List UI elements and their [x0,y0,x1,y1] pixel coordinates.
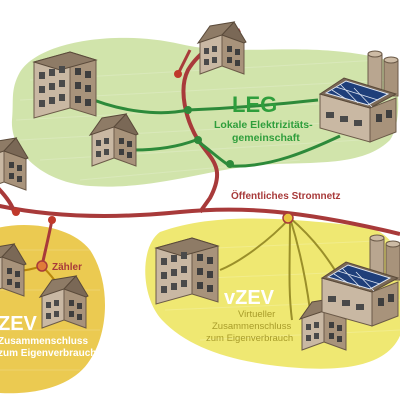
vzev-connections [219,217,341,321]
leg-connections [83,94,341,168]
leg-line1: Lokale Elektrizitäts- [214,119,313,131]
grid-label-bg [228,188,356,202]
zev-line2: zum Eigenverbrauch [0,348,96,359]
grid-label: Öffentliches Stromnetz [231,189,340,202]
house-leg-top [197,21,247,75]
vzev-line1: Virtueller [238,309,275,320]
apartment-leg-left [33,51,97,119]
grid-line-branch-house [176,49,192,75]
zev-line1: Zusammenschluss [0,336,88,347]
node-grid-left [12,208,20,216]
apartment-vzev [155,237,219,305]
node-leg-upper [184,106,192,114]
node-leg-top [174,70,182,78]
vzev-line3: zum Eigenverbrauch [206,333,293,344]
node-leg-low [226,160,234,168]
node-leg-mid [194,136,202,144]
node-grid-vzev [282,212,294,224]
vzev-abbr: vZEV [224,287,275,309]
leg-line2: gemeinschaft [232,132,300,144]
node-meter [36,260,48,272]
grid-line-main [0,204,400,236]
leg-abbr: LEG [232,92,277,117]
node-grid-zev [48,216,56,224]
meter-label: Zähler [52,262,82,273]
zev-abbr: ZEV [0,313,38,335]
vzev-line2: Zusammenschluss [212,321,291,332]
